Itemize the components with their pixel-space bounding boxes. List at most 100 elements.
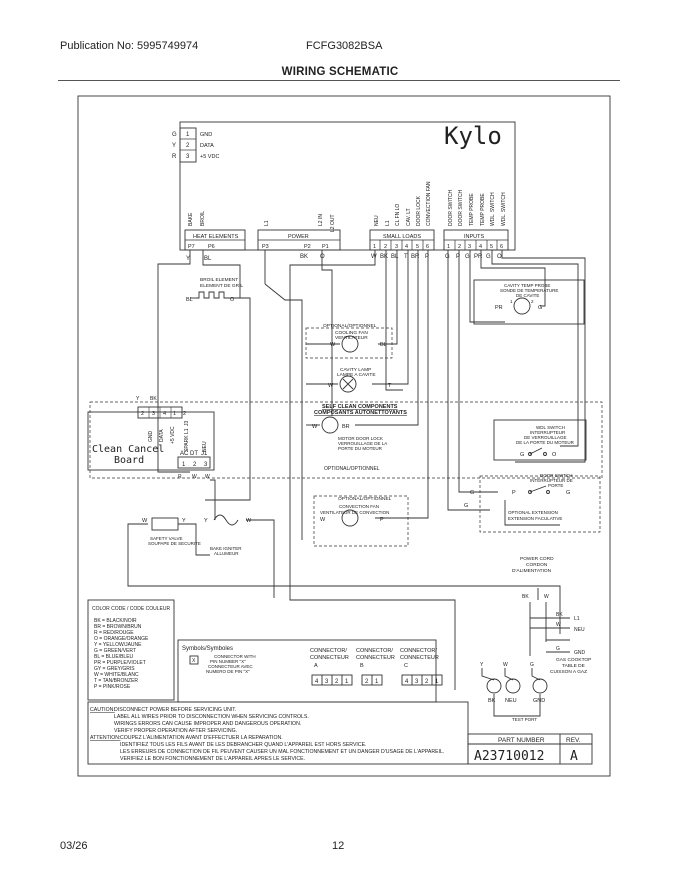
ext-opt-line-2: EXTENSION FACULATIVE: [508, 516, 562, 521]
rev-value: A: [570, 749, 578, 764]
func-bake: BAKE: [188, 212, 194, 226]
bottom-wire-y: Y: [480, 662, 484, 668]
conn-c-pin-4: 4: [405, 679, 409, 685]
conn-c-id: C: [404, 663, 408, 669]
in-wire-g3: G: [486, 254, 491, 260]
conn-c-l2: CONNECTEUR: [400, 655, 439, 661]
schematic-frame: [77, 95, 611, 777]
conn-a-id: A: [314, 663, 318, 669]
safety-valve-line-1: SAFETY VALVE: [150, 536, 183, 541]
clean-cancel-name-2: Board: [114, 455, 144, 466]
in-pin-6: 6: [500, 244, 503, 250]
in-pin-2: 2: [458, 244, 461, 250]
cc-wire-bk: BK: [150, 396, 157, 402]
sl-pin-4: 4: [405, 244, 408, 250]
broil-element-symbol: [196, 291, 230, 299]
cord-term-w-wire: W: [556, 622, 561, 628]
j3-num-1: 1: [173, 411, 176, 417]
p8-connector: [179, 127, 197, 163]
convection-fan-optional-box: [313, 495, 409, 547]
cc-wire-w2: W: [205, 474, 210, 480]
cavity-lamp-wire-t: T: [388, 383, 392, 389]
gas-cooktop-line-2: TABLE DE: [562, 663, 585, 669]
cc-pin-j1: J1: [201, 451, 208, 457]
sl-pin-2: 2: [384, 244, 387, 250]
igniter-line-1: BAKE IGNITER: [210, 546, 242, 551]
sl-wire-bl: BL: [391, 254, 399, 260]
j1-connector: [177, 456, 211, 469]
symbols-line-1: CONNECTOR WITH: [214, 654, 256, 659]
func-l2-out: L2 OUT: [330, 214, 336, 232]
safety-valve-wire-y: Y: [182, 518, 186, 524]
cord-term-bk-wire: BK: [556, 612, 563, 618]
func-door-lock: DOOR LOCK: [416, 195, 422, 226]
cooling-fan-wire-bl: BL: [380, 342, 387, 348]
temp-probe-line-2: SONDE DE TEMPERATURE: [500, 288, 558, 293]
broil-wire-o: O: [230, 297, 235, 303]
header-rule: [58, 80, 620, 81]
conn-b-id: B: [360, 663, 364, 669]
power-cord-line-1: POWER CORD: [520, 556, 554, 562]
cavity-lamp-wire-w: W: [328, 383, 334, 389]
caution-line-3: WIRINGS ERRORS CAN CAUSE IMPROPER AND DA…: [114, 721, 301, 727]
attention-line-1: COUPEZ L'ALIMENTATION AVANT D'EFFECTUER …: [120, 735, 283, 741]
symbols-line-3: CONNECTEUR AVEC: [208, 664, 253, 669]
kylo-board: [179, 121, 516, 251]
in-wire-g2: G: [465, 254, 470, 260]
color-code-br: BR = BROWN/BRUN: [94, 624, 142, 630]
optional-line-label: OPTIONAL/OPTIONNEL: [324, 466, 380, 472]
in-wire-pr: PR: [474, 254, 483, 260]
sl-wire-p: P: [425, 254, 429, 260]
pin-p1: P1: [322, 244, 329, 250]
broil-wire-bl: BL: [186, 297, 193, 303]
terminal-gnd: [532, 678, 548, 694]
p8-pin-y: Y: [172, 143, 176, 149]
heat-elements-label: HEAT ELEMENTS: [193, 234, 239, 240]
door-switch-line-2: INTERRUPTEUR DE: [530, 478, 573, 483]
test-port-label: TEST PORT: [512, 717, 537, 722]
attention-label: ATTENTION:: [90, 735, 120, 741]
clean-cancel-board: [87, 411, 215, 471]
in-wire-o: O: [497, 254, 502, 260]
wdl-switch-line-4: DE LA PORTE DU MOTEUR: [516, 440, 575, 445]
symbols-line-2: PIN NUMBER "X": [210, 659, 246, 664]
self-clean-title: SELF CLEAN COMPONENTS: [322, 404, 398, 410]
cavity-lamp-sub: LAMPE A CAVITE: [337, 372, 376, 378]
wdl-switch-wire-g: G: [520, 452, 524, 458]
cavity-lamp-symbol: [339, 375, 357, 393]
temp-probe-pin-2: 2: [531, 299, 534, 304]
rev-label: REV.: [566, 737, 581, 744]
door-lock-line-1: MOTOR DOOR LOCK: [338, 436, 383, 441]
symbols-line-4: NUMERO DE PIN "X": [206, 669, 250, 674]
temp-probe-wire-g: G: [538, 305, 542, 311]
color-code-y: Y = YELLOW/JAUNE: [94, 642, 142, 648]
cord-term-gnd: GND: [574, 650, 586, 656]
kylo-board-name: Kylo: [444, 122, 502, 150]
func-l2-in: L2 IN: [318, 214, 324, 226]
igniter-line-2: ALLUMEUR: [214, 551, 239, 556]
cc-num-2: 2: [193, 462, 197, 468]
caution-line-4: VERIFY PROPER OPERATION AFTER SERVICING.: [114, 728, 237, 734]
part-number-value: A23710012: [474, 749, 544, 764]
power-label: POWER: [288, 234, 309, 240]
cc-num-1: 1: [182, 462, 186, 468]
ext-opt-wire-g1: G: [464, 503, 468, 509]
page-title: WIRING SCHEMATIC: [281, 66, 399, 78]
self-clean-sub: COMPOSANTS AUTONETTOYANTS: [314, 410, 407, 416]
temp-probe-pin-1: 1: [510, 299, 513, 304]
pin-p2: P2: [304, 244, 311, 250]
part-number-label: PART NUMBER: [498, 737, 545, 744]
power-cord-wire-bk: BK: [522, 594, 529, 600]
color-code-bl: BL = BLUE/BLEU: [94, 654, 134, 660]
caution-label: CAUTION:: [90, 707, 115, 713]
convection-fan-wire-w: W: [320, 517, 326, 523]
model-number: FCFG3082BSA: [306, 40, 383, 52]
func-cl-fn-lo: CL FN LO: [395, 204, 401, 226]
footer-date: 03/26: [60, 840, 88, 852]
conn-b-pin-2: 2: [365, 679, 369, 685]
sl-pin-1: 1: [373, 244, 376, 250]
symbols-x: X: [192, 658, 196, 664]
temp-probe-symbol: [513, 297, 531, 315]
bottom-label-bk: BK: [488, 698, 496, 704]
in-pin-1: 1: [447, 244, 450, 250]
